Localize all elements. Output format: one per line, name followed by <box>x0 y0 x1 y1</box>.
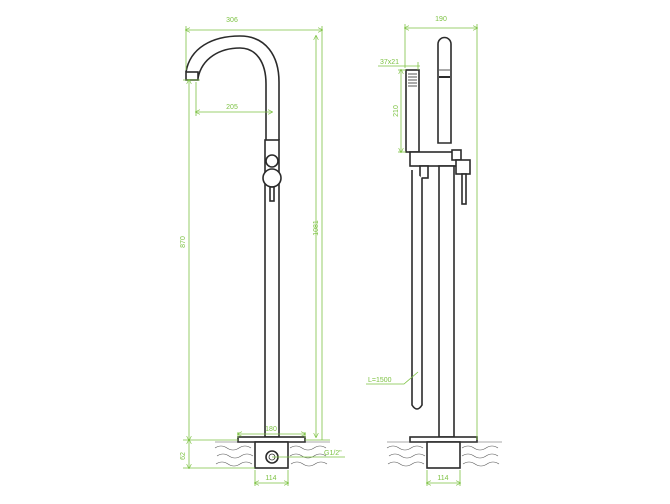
floor-rock-left <box>214 441 330 467</box>
front-view-faucet <box>185 35 330 469</box>
column-side <box>438 165 455 438</box>
dim-box-width-left: 114 <box>265 475 276 482</box>
front-view-dimensions <box>183 26 345 486</box>
handle-side <box>455 159 471 175</box>
valve-body <box>265 154 279 168</box>
dim-box-width-right: 114 <box>437 475 448 482</box>
dim-handshower-length: 210 <box>393 105 400 117</box>
dim-height-total: 1081 <box>313 220 320 236</box>
dim-height-spout: 870 <box>180 236 187 248</box>
dim-spout-reach: 205 <box>226 104 238 111</box>
handle-lever <box>269 186 275 202</box>
floor-rock-right <box>386 441 502 467</box>
hose-length-label: L=1500 <box>368 377 392 384</box>
hand-shower <box>405 69 420 153</box>
dim-base-plate: 180 <box>265 426 277 433</box>
hose <box>411 170 423 410</box>
connection-label: G1/2" <box>324 450 342 457</box>
dim-depth: 62 <box>180 452 187 460</box>
handle-knob <box>262 168 282 188</box>
side-view-faucet <box>386 36 502 469</box>
side-view-dimensions <box>366 24 477 486</box>
dim-handshower-section: 37x21 <box>380 59 399 66</box>
valve-body-side <box>409 151 459 167</box>
dim-width-total-side: 190 <box>435 16 447 23</box>
dim-width-total: 306 <box>226 17 238 24</box>
